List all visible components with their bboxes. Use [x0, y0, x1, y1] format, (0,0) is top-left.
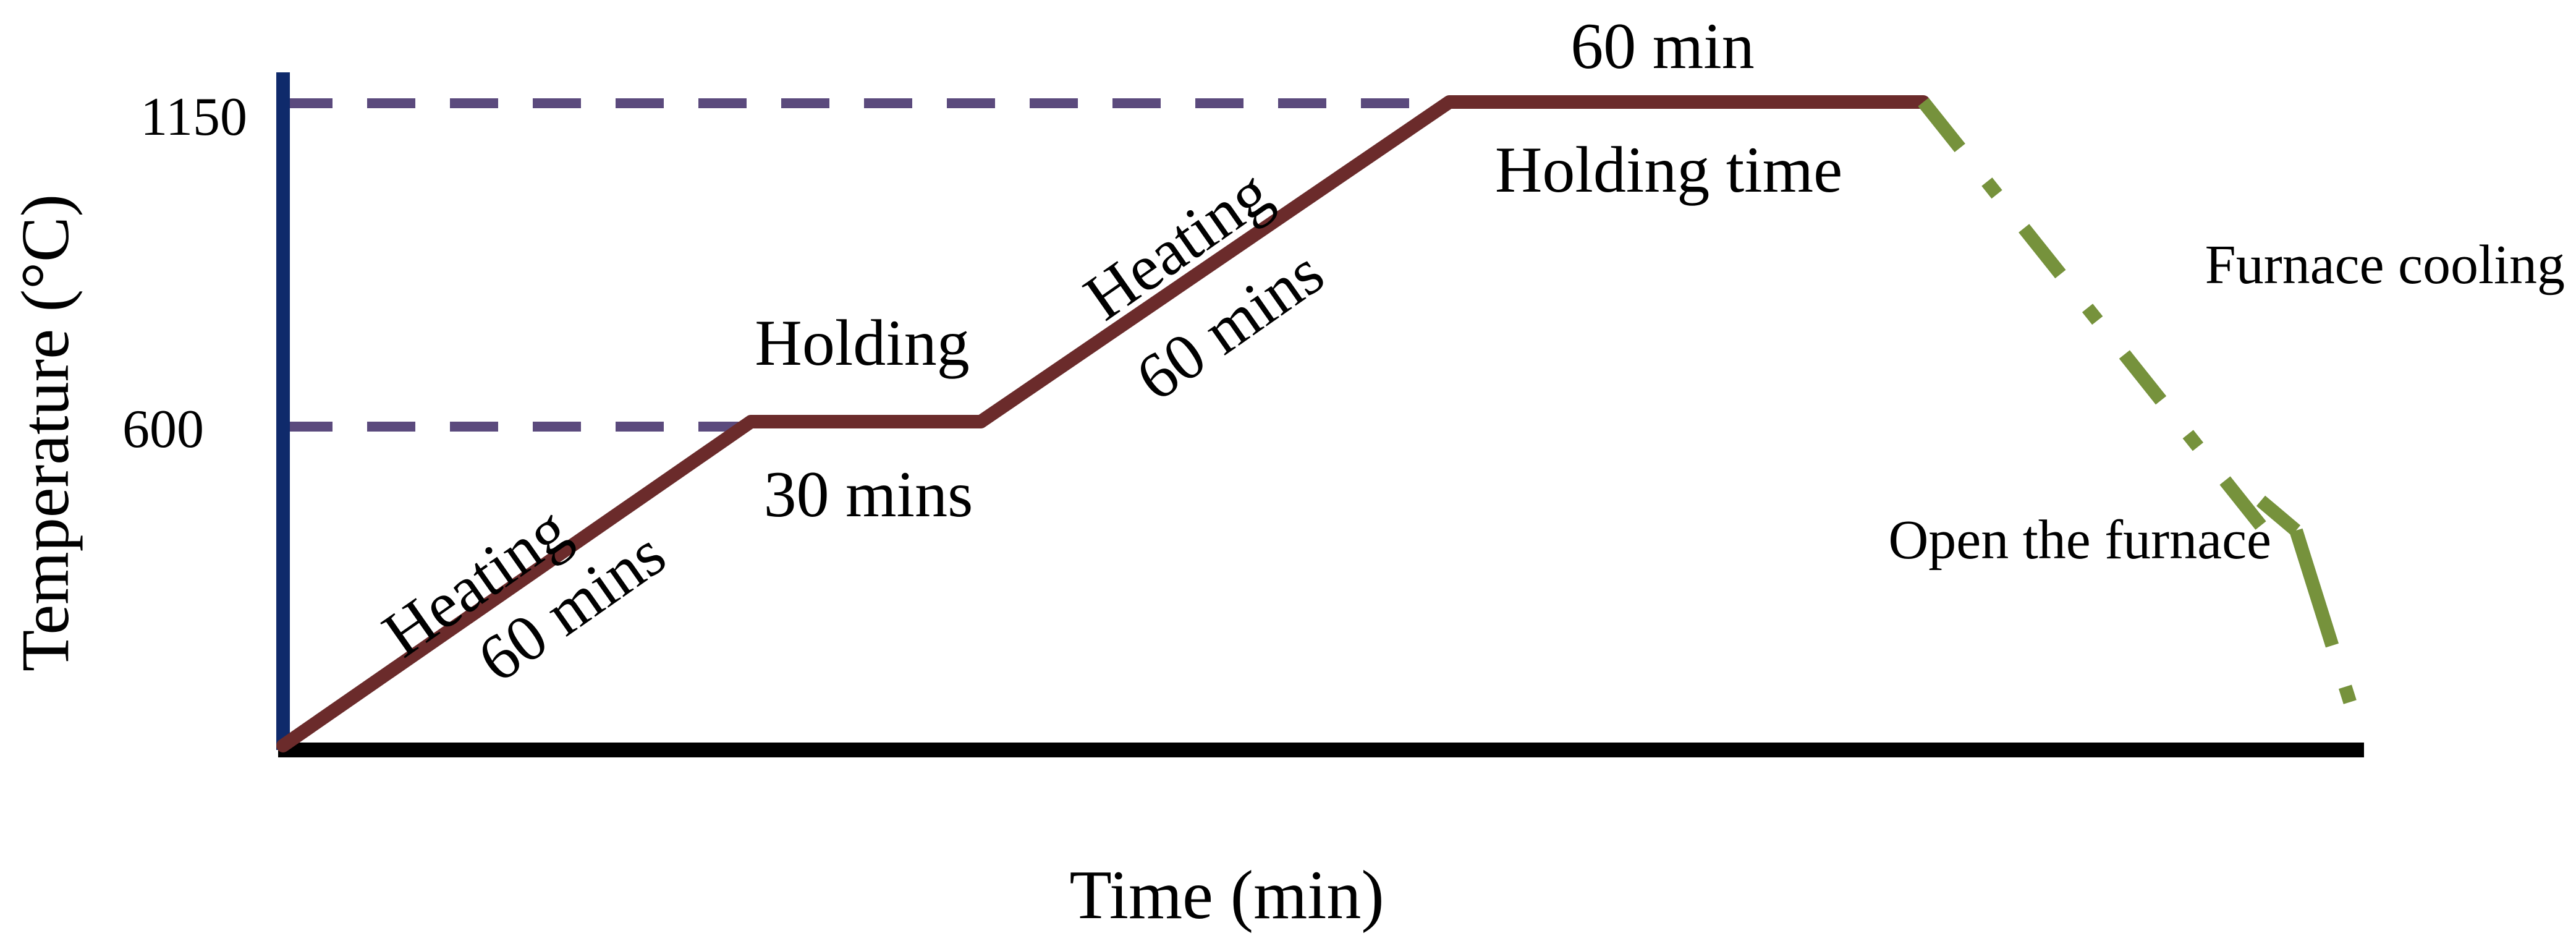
- holding1-label: Holding: [755, 307, 969, 379]
- holding2-duration-label: 60 min: [1570, 10, 1754, 82]
- temperature-profile-line: [276, 95, 1930, 752]
- furnace-cooling-label: Furnace cooling: [2205, 234, 2565, 296]
- y-axis-title: Temperature (°C): [7, 194, 83, 671]
- holding1-duration-label: 30 mins: [764, 458, 973, 530]
- y-tick-600: 600: [122, 399, 204, 459]
- furnace-cooling-line: [1918, 98, 2266, 530]
- open-furnace-line: [2289, 528, 2362, 720]
- open-furnace-connector: [2256, 495, 2301, 536]
- x-axis-title: Time (min): [1069, 857, 1384, 934]
- y-tick-1150: 1150: [140, 87, 247, 147]
- open-furnace-label: Open the furnace: [1888, 509, 2271, 571]
- holding2-label: Holding time: [1495, 134, 1842, 206]
